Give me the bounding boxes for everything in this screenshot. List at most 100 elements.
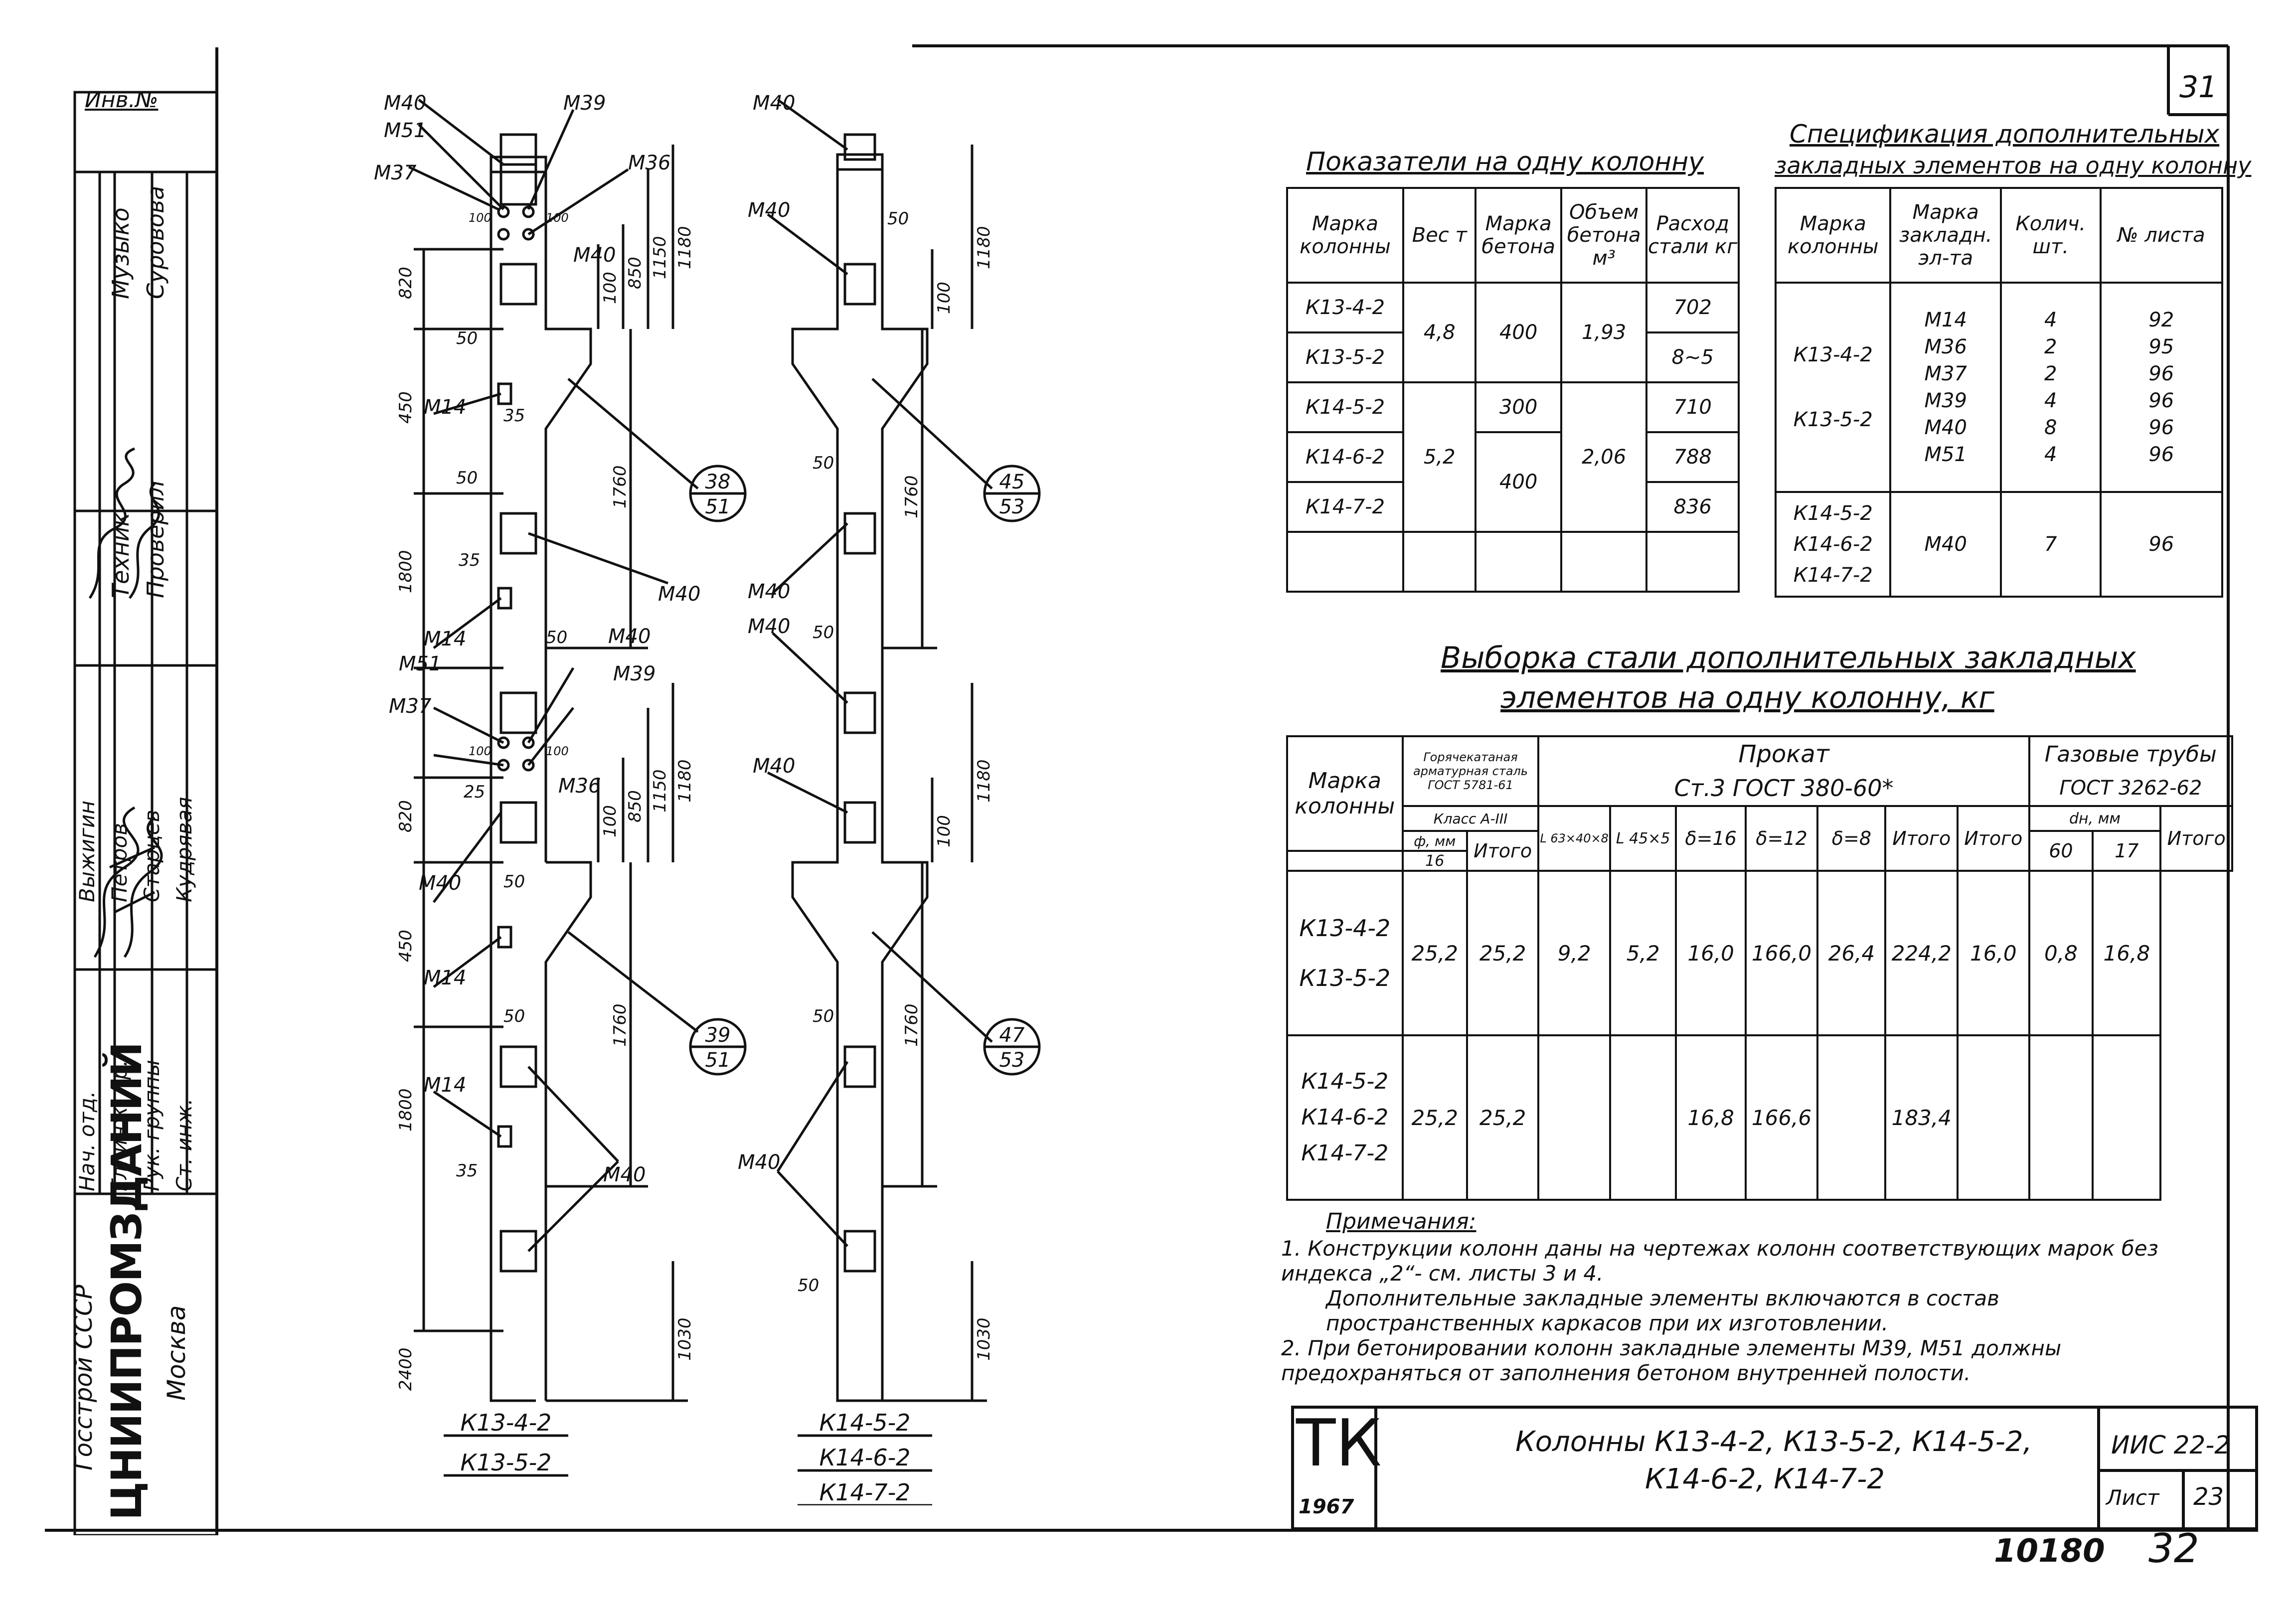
steel-header-rolled: Прокат [1537,735,2030,771]
dim-label: 100 [600,805,620,837]
steel-header-l2: L 45×5 [1609,805,1677,872]
archive-number: 10180 [1994,1533,2105,1570]
spec-sheet: 92 [2148,309,2174,331]
steel-header-dn17: 17 [2092,830,2162,872]
dim-label: 1180 [675,226,695,269]
steel-header-dn60: 60 [2028,830,2094,872]
dim-label: 850 [625,790,645,822]
steel-header-pipes-std: ГОСТ 3262-62 [2028,771,2234,807]
steel-cell: 16,8 [2092,870,2162,1036]
callout-bottom: 51 [705,495,731,518]
spec-mark: К14-5-2 [1793,502,1873,525]
spec-sheet: 96 [2148,389,2174,412]
steel-cell [2092,1034,2162,1201]
spec-element: М40 [1924,416,1967,439]
stamp-name-technician: Музыко [107,207,134,299]
spec-mark: К14-6-2 [1793,533,1873,556]
spec-element: М14 [1924,309,1967,331]
dim-label: 100 [546,744,569,758]
dim-label: 50 [503,1006,525,1026]
column-mark: К14-7-2 [820,1479,911,1505]
spec-qty: 2 [2044,335,2057,358]
spec-sheet: 96 [2148,443,2174,466]
plate-label: М39 [563,92,606,115]
column-mark: К14-5-2 [820,1409,911,1436]
column-mark: К13-5-2 [461,1449,552,1476]
dim-label: 1180 [974,759,994,803]
indicators-header: Марка колонны [1286,187,1405,284]
spec-qty: 7 [1999,491,2102,598]
dim-label: 820 [396,267,416,299]
callout-top: 38 [705,471,731,493]
callout-top: 47 [999,1024,1025,1047]
callout-top: 45 [999,471,1025,493]
spec-header: Марка колонны [1774,187,1892,284]
title-block-frame [1291,1406,2258,1530]
indicators-mark: К13-5-2 [1286,331,1405,383]
spec-qty: 4 [2044,309,2057,331]
indicators-steel: 702 [1645,282,1740,333]
plate-label: М40 [748,199,790,222]
steel-cell [1957,1034,2030,1201]
plate-label: М40 [603,1163,646,1186]
dim-label: 1760 [902,475,922,518]
stamp-role-head: Нач. отд. [75,1091,99,1191]
indicators-concrete: 300 [1475,381,1562,433]
spec-title-line1: Спецификация дополнительных [1790,120,2220,149]
steel-mark: К13-4-2 [1299,915,1391,942]
indicators-volume: 2,06 [1560,381,1648,533]
steel-header-t8: δ=8 [1816,805,1887,872]
steel-cell [1609,1034,1677,1201]
page-number-bottom: 32 [2148,1525,2199,1572]
dim-label: 100 [469,744,492,758]
spec-sheet: 96 [2148,362,2174,385]
indicators-mark: К13-4-2 [1286,282,1405,333]
spec-element: М40 [1889,491,2002,598]
steel-header-rolled-total: Итого [1957,805,2030,872]
plate-label: М40 [608,625,651,648]
stamp-role-senior-engineer: Ст. инж. [172,1098,196,1191]
indicators-title: Показатели на одну колонну [1306,147,1704,177]
inventory-label: Инв.№ [85,87,159,113]
steel-cell [1816,1034,1887,1201]
notes-body: 1. Конструкции колонн даны на чертежах к… [1281,1236,2158,1386]
signatures [88,447,163,958]
steel-header-class: Класс А-III [1401,805,1540,832]
column-mark: К14-6-2 [820,1444,911,1471]
steel-cell: 25,2 [1466,1034,1540,1201]
spec-sheet: 95 [2148,335,2174,358]
spec-table: Марка колонны Марка закладн. эл-та Колич… [1774,187,2224,598]
indicators-concrete: 400 [1475,431,1562,533]
spec-mark: К13-5-2 [1793,408,1873,431]
dim-label: 2400 [396,1347,416,1391]
spec-mark: К14-7-2 [1793,564,1873,587]
note-item: 2. При бетонировании колонн закладные эл… [1281,1336,2062,1385]
steel-cell: 166,0 [1744,870,1819,1036]
indicators-header: Марка бетона [1475,187,1562,284]
indicators-mark: К14-6-2 [1286,431,1405,483]
steel-header-rebar: Горячекатаная арматурная сталь ГОСТ 5781… [1401,735,1540,807]
plate-label: М39 [613,662,656,685]
title-block-series: ИИС 22-2 [2111,1431,2231,1459]
spec-element: М51 [1924,443,1967,466]
plate-label: М40 [419,872,461,895]
notes-title: Примечания: [1326,1209,1476,1234]
indicators-concrete: 400 [1475,282,1562,383]
indicators-steel: 710 [1645,381,1740,433]
indicators-weight: 5,2 [1402,381,1477,533]
plate-label: М40 [748,580,790,603]
title-block-sheet-number: 23 [2193,1483,2224,1511]
plate-label: М37 [389,695,432,718]
dim-label: 850 [625,257,645,289]
dim-label: 50 [813,623,834,643]
spec-title-line2: закладных элементов на одну колонну [1775,152,2252,179]
title-block-sheet-label: Лист [2106,1485,2159,1510]
dim-label: 820 [396,800,416,832]
column-drawing-right: М40 М40 М40 М40 М40 М40 1180 100 1760 50… [738,92,1041,1505]
spec-qty: 8 [2044,416,2057,439]
spec-sheet: 96 [2099,491,2224,598]
dim-label: 1760 [610,1003,630,1047]
steel-mark: К14-5-2 [1301,1069,1389,1094]
callout-bottom: 53 [999,495,1025,518]
